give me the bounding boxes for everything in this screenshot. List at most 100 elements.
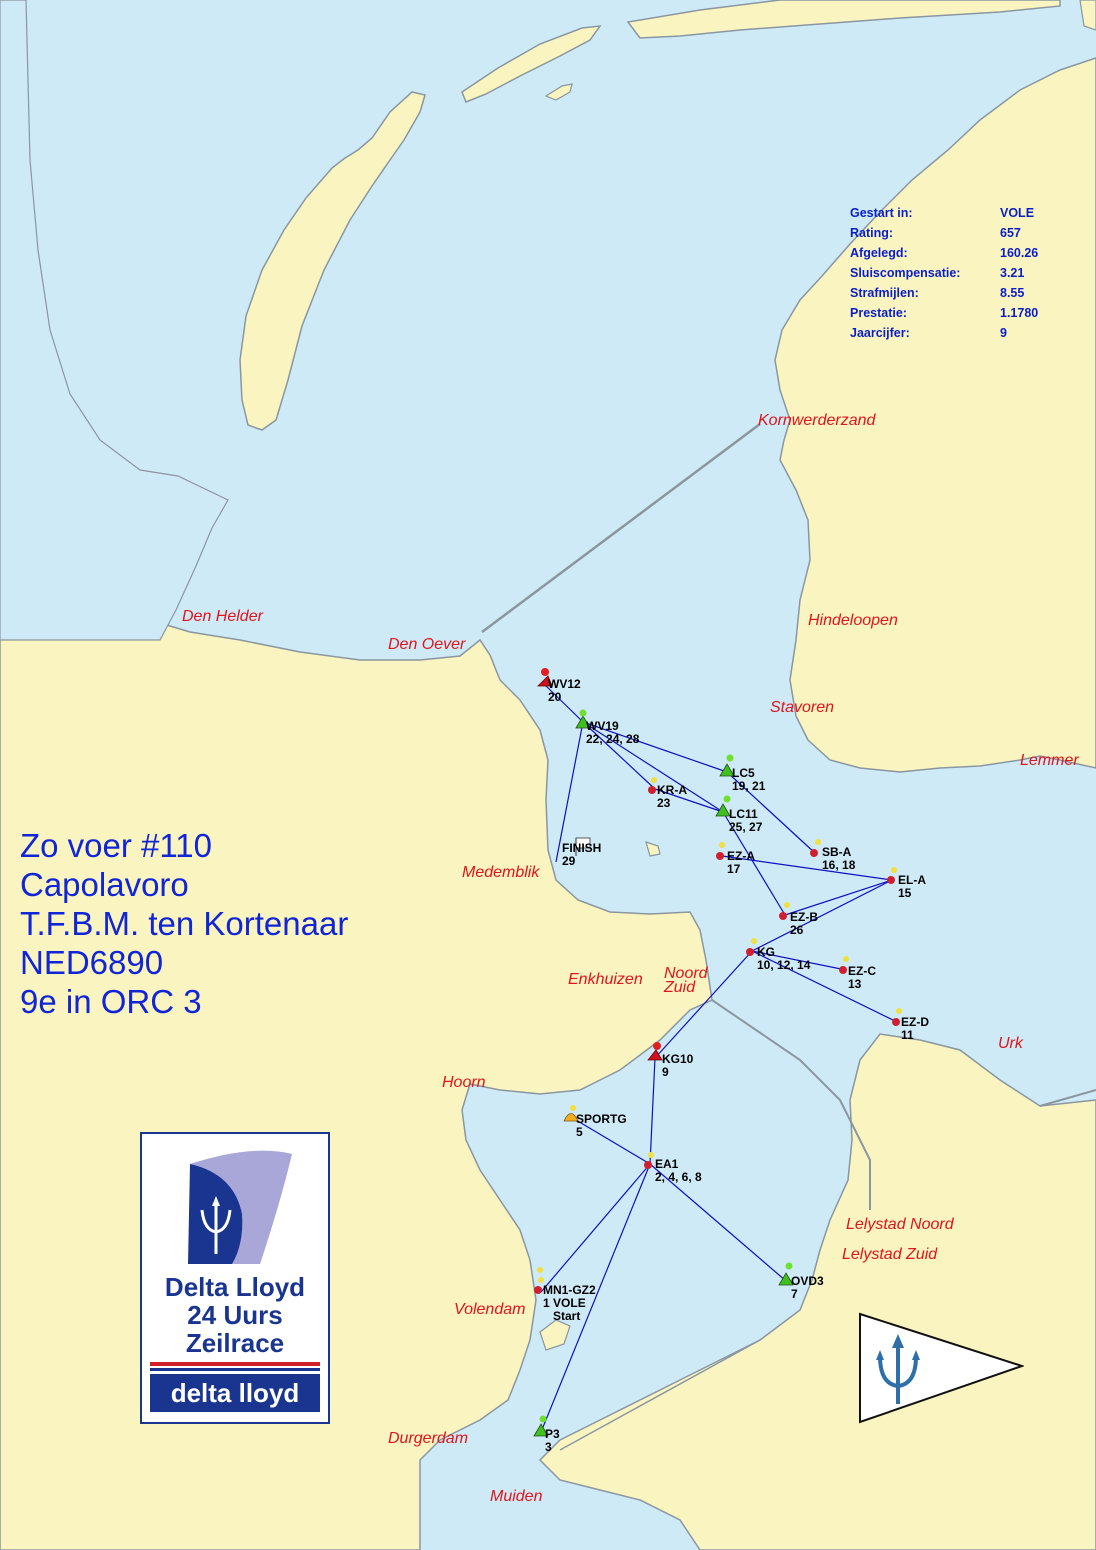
logo-stripe (150, 1368, 320, 1371)
houtribdijk (711, 999, 871, 1210)
logo-brand: delta lloyd (150, 1374, 320, 1412)
boat-voyage: Zo voer #110 (20, 827, 213, 864)
place-urk: Urk (998, 1035, 1023, 1052)
stat-label: Prestatie: (850, 306, 907, 320)
red-buoy-icon (534, 1267, 544, 1294)
green-buoy-icon (715, 795, 731, 817)
stat-label: Gestart in: (850, 206, 913, 220)
club-pennant-icon (859, 1312, 1024, 1424)
place-lelystad-noord: Lelystad Noord (846, 1216, 954, 1233)
delta-lloyd-logo: Delta Lloyd 24 Uurs Zeilrace delta lloyd (140, 1132, 330, 1424)
red-buoy-icon (644, 1152, 654, 1169)
stat-label: Afgelegd: (850, 246, 908, 260)
red-buoy-icon (839, 956, 849, 974)
stat-label: Jaarcijfer: (850, 326, 910, 340)
logo-line3: Zeilrace (185, 1328, 285, 1358)
stat-value: 160.26 (1000, 246, 1039, 260)
red-buoy-icon (648, 777, 657, 794)
islet (645, 841, 661, 857)
place-volendam: Volendam (454, 1301, 526, 1318)
red-buoy-icon (892, 1008, 902, 1026)
place-den-oever: Den Oever (388, 636, 466, 653)
finish-flag-icon (575, 837, 591, 856)
griend-island (544, 83, 573, 101)
place-stavoren: Stavoren (770, 699, 835, 716)
boat-sail-number: NED6890 (20, 944, 164, 981)
stat-value: 3.21 (1000, 266, 1025, 280)
logo-line2: 24 Uurs (187, 1300, 283, 1330)
sail-trident-icon (188, 1150, 292, 1264)
red-buoy-icon (746, 938, 757, 956)
logo-stripe (150, 1362, 320, 1366)
place-hindeloopen: Hindeloopen (808, 612, 898, 629)
red-buoy-icon (810, 839, 821, 857)
place-zuid: Zuid (664, 979, 696, 996)
stat-value: 8.55 (1000, 286, 1025, 300)
logo-line1: Delta Lloyd (164, 1272, 306, 1302)
place-den-helder: Den Helder (182, 608, 263, 625)
boat-info: Zo voer #110 Capolavoro T.F.B.M. ten Kor… (20, 826, 348, 1021)
red-buoy-icon (887, 867, 897, 884)
marken-island (539, 1319, 571, 1351)
place-hoorn: Hoorn (442, 1074, 486, 1091)
green-buoy-icon (778, 1262, 794, 1286)
green-buoy-icon (575, 709, 591, 729)
stat-label: Rating: (850, 226, 894, 240)
terschelling-island (626, 0, 1061, 39)
red-buoy-icon (779, 902, 790, 920)
ameland-shore (1079, 0, 1096, 31)
race-stats: Gestart in: VOLE Rating: 657 Afgelegd: 160.… (850, 206, 1070, 346)
place-medemblik: Medemblik (462, 864, 540, 881)
texel-island (239, 91, 426, 431)
north-sea (0, 0, 229, 641)
stat-value: VOLE (1000, 206, 1035, 220)
green-buoy-icon (719, 754, 735, 777)
stat-label: Sluiscompensatie: (850, 266, 961, 280)
red-flag-icon (647, 1042, 663, 1061)
stat-value: 1.1780 (1000, 306, 1039, 320)
vlieland-island (461, 25, 602, 103)
dijk-zuid (559, 1339, 761, 1451)
place-muiden: Muiden (490, 1488, 543, 1505)
stat-value: 657 (1000, 226, 1021, 240)
place-noord: Noord (664, 965, 708, 982)
boat-owner: T.F.B.M. ten Kortenaar (20, 905, 349, 942)
flevoland (538, 1033, 1096, 1550)
friesland (774, 57, 1096, 773)
place-durgerdam: Durgerdam (388, 1430, 469, 1447)
boat-result: 9e in ORC 3 (20, 983, 202, 1020)
course-track (540, 682, 898, 1433)
place-kornwerderzand: Kornwerderzand (758, 412, 876, 429)
houtribdijk-2 (1039, 1089, 1096, 1107)
stat-label: Strafmijlen: (850, 286, 919, 300)
boat-name: Capolavoro (20, 866, 189, 903)
place-lemmer: Lemmer (1020, 752, 1079, 769)
place-enkhuizen: Enkhuizen (568, 971, 643, 988)
red-buoy-icon (716, 842, 725, 860)
place-lelystad-zuid: Lelystad Zuid (842, 1246, 938, 1263)
afsluitdijk (481, 422, 761, 634)
stat-value: 9 (1000, 326, 1007, 340)
red-flag-icon (537, 668, 553, 687)
yellow-buoy-icon (563, 1105, 579, 1122)
green-buoy-icon (533, 1415, 549, 1437)
